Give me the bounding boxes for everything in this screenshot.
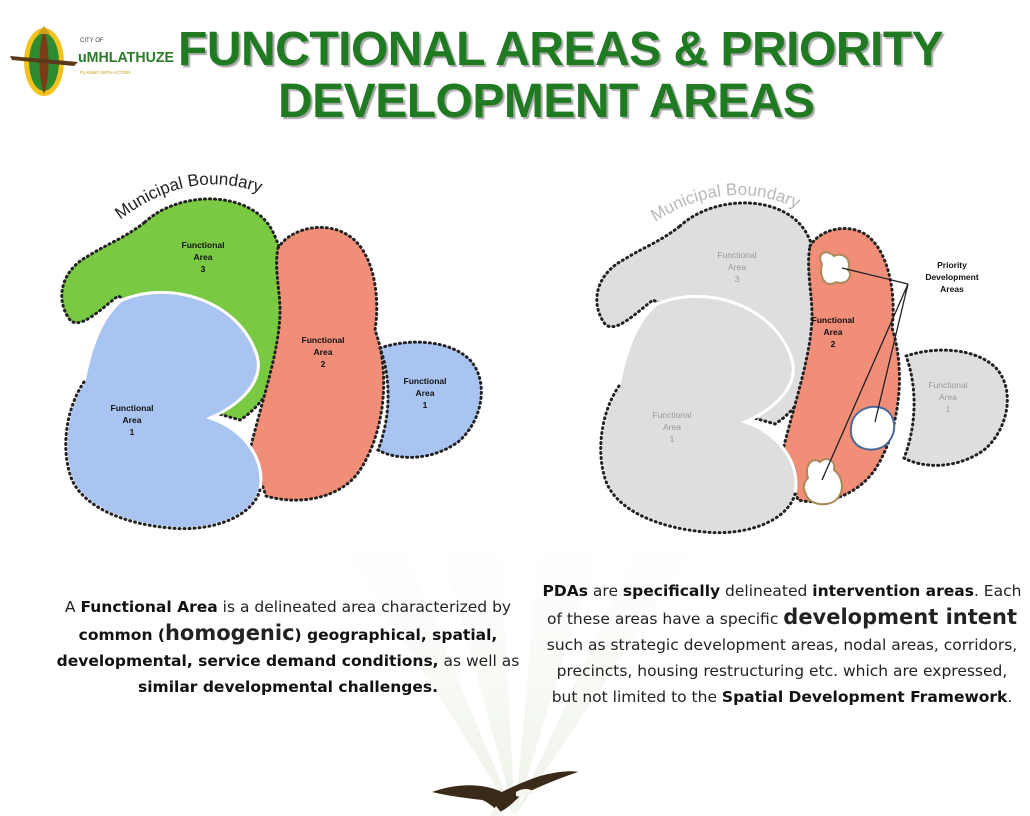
functional-area-1-right-dim-shape <box>902 348 1009 467</box>
svg-text:Area: Area <box>728 262 746 272</box>
city-logo: CITY OF uMHLATHUZE PLANING WITH ACTION <box>8 22 178 102</box>
functional-area-1-right-label: Functional Area 1 <box>404 376 447 410</box>
desc-left-common: common ( <box>78 626 165 644</box>
svg-text:Area: Area <box>194 252 213 262</box>
desc-left-term: Functional Area <box>80 598 218 616</box>
logo-tagline: PLANING WITH ACTION <box>80 70 131 75</box>
svg-text:Area: Area <box>314 347 333 357</box>
svg-text:Functional: Functional <box>302 335 345 345</box>
desc-left-text-1: A <box>64 598 81 616</box>
umhlathuze-crest-icon <box>10 26 78 96</box>
svg-text:Development: Development <box>925 272 979 282</box>
desc-right-text-3: . Each of these areas have a specific <box>546 582 1022 628</box>
desc-right-text-2: delineated <box>720 582 813 600</box>
desc-left-text-2: is a delineated area characterized by <box>217 598 512 616</box>
page-title: FUNCTIONAL AREAS & PRIORITY DEVELOPMENT … <box>170 24 1030 128</box>
desc-left-text-3: as well as <box>438 652 520 670</box>
svg-text:3: 3 <box>735 274 740 284</box>
svg-text:Area: Area <box>123 415 142 425</box>
svg-text:Area: Area <box>939 392 957 402</box>
svg-text:3: 3 <box>201 264 206 274</box>
functional-area-description: A Functional Area is a delineated area c… <box>48 594 528 700</box>
priority-development-areas-diagram: Municipal Boundary Functional Area 3 Fun… <box>595 180 1009 535</box>
pda-blob-top <box>819 251 852 285</box>
functional-area-1-right-dim-label: Functional Area 1 <box>928 380 967 414</box>
svg-text:Area: Area <box>416 388 435 398</box>
desc-right-period: . <box>1007 688 1013 706</box>
title-line-1: FUNCTIONAL AREAS & PRIORITY <box>178 23 944 76</box>
svg-text:1: 1 <box>670 434 675 444</box>
desc-right-specifically: specifically <box>622 582 721 600</box>
svg-text:Functional: Functional <box>928 380 967 390</box>
desc-right-intervention: intervention areas <box>812 582 974 600</box>
functional-area-1-left-dim-label: Functional Area 1 <box>652 410 691 444</box>
svg-text:1: 1 <box>946 404 951 414</box>
desc-left-challenges: similar developmental challenges. <box>138 678 438 696</box>
functional-area-2-shape <box>248 225 386 502</box>
pda-description: PDAs are specifically delineated interve… <box>542 578 1022 710</box>
svg-text:Functional: Functional <box>717 250 756 260</box>
svg-text:1: 1 <box>130 427 135 437</box>
functional-area-2-pda-label: Functional Area 2 <box>812 315 855 349</box>
logo-city-of: CITY OF <box>80 38 104 44</box>
functional-area-3-label: Functional Area 3 <box>182 240 225 274</box>
svg-text:Functional: Functional <box>404 376 447 386</box>
svg-text:1: 1 <box>423 400 428 410</box>
logo-name: uMHLATHUZE <box>78 49 174 66</box>
fish-eagle-icon <box>432 771 578 816</box>
functional-area-3-dim-label: Functional Area 3 <box>717 250 756 284</box>
svg-text:Areas: Areas <box>940 284 964 294</box>
svg-text:Functional: Functional <box>652 410 691 420</box>
pda-callout-label: Priority Development Areas <box>925 260 979 294</box>
svg-text:Functional: Functional <box>111 403 154 413</box>
pda-blob-middle <box>849 405 896 451</box>
svg-text:Functional: Functional <box>812 315 855 325</box>
desc-right-text-4: such as strategic development areas, nod… <box>546 636 1018 706</box>
desc-right-text-1: are <box>588 582 623 600</box>
svg-text:2: 2 <box>321 359 326 369</box>
desc-left-homogenic: homogenic <box>164 621 295 645</box>
desc-right-development-intent: development intent <box>783 605 1017 629</box>
desc-left-conditions: ) geographical, spatial, developmental, … <box>56 626 498 670</box>
functional-area-1-left-label: Functional Area 1 <box>111 403 154 437</box>
svg-text:Priority: Priority <box>937 260 967 270</box>
functional-area-2-label: Functional Area 2 <box>302 335 345 369</box>
svg-text:Area: Area <box>663 422 681 432</box>
functional-areas-diagram: Municipal Boundary Functional Area 3 Fun… <box>60 169 483 531</box>
desc-right-pdas: PDAs <box>542 582 588 600</box>
desc-right-sdf: Spatial Development Framework <box>721 688 1008 706</box>
pda-blob-bottom <box>802 458 843 506</box>
title-line-2: DEVELOPMENT AREAS <box>278 75 815 128</box>
svg-text:Functional: Functional <box>182 240 225 250</box>
pda-leader-lines <box>821 267 909 481</box>
svg-text:Area: Area <box>824 327 843 337</box>
svg-text:2: 2 <box>831 339 836 349</box>
functional-area-1-right-shape <box>376 340 483 459</box>
